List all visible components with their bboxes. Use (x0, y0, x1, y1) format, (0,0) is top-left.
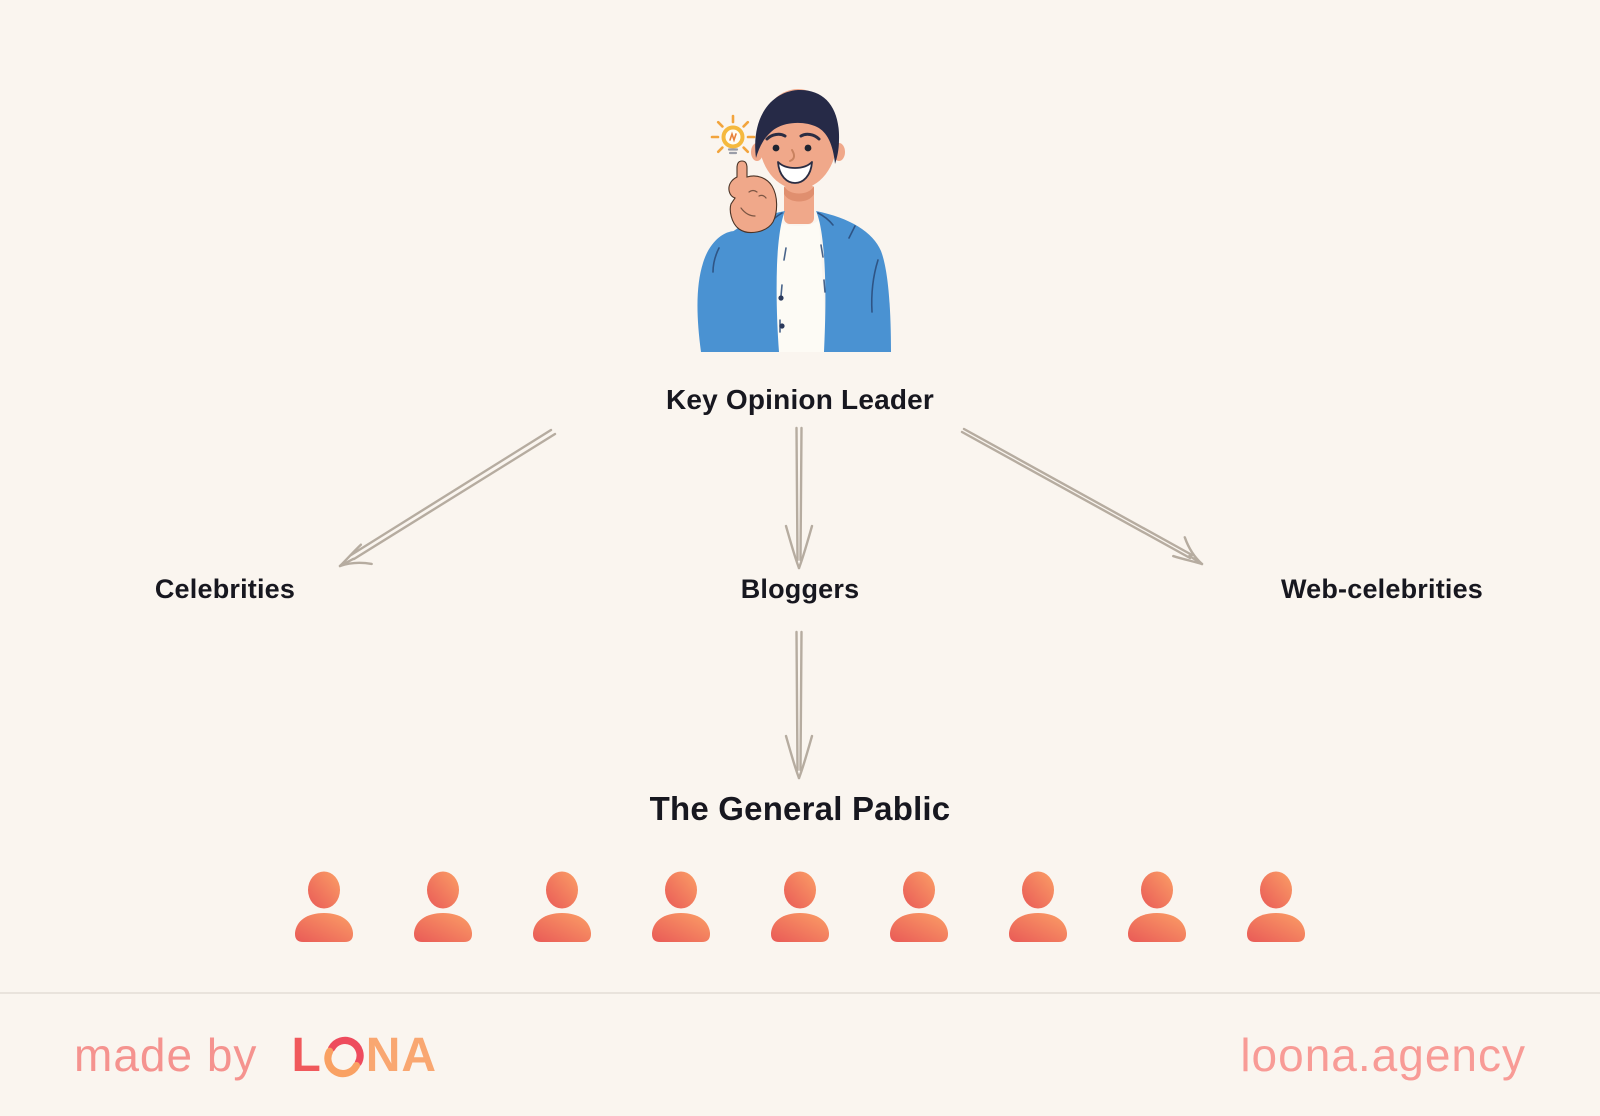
head (751, 89, 845, 189)
tier-label-web-celebrities: Web-celebrities (1280, 574, 1484, 604)
audience-row (0, 870, 1600, 944)
person-icon (890, 871, 948, 942)
person-icon (1247, 871, 1305, 942)
arrow-kol-to-webcelebrities (960, 427, 1204, 566)
neck (784, 184, 814, 224)
person-icon (295, 871, 353, 942)
person-icon (414, 871, 472, 942)
loona-logo-letters-na: NA (365, 1028, 438, 1082)
kol-label: Key Opinion Leader (665, 384, 935, 415)
loona-logo-letter-l: L (291, 1028, 322, 1082)
footer: made by L NA loona.agency (0, 992, 1600, 1116)
hair (755, 89, 840, 164)
arrow-kol-to-bloggers (784, 426, 814, 570)
pointing-hand (728, 160, 778, 234)
person-icon (533, 871, 591, 942)
smile (777, 161, 813, 184)
person-icon (652, 871, 710, 942)
lightbulb-idea-icon (710, 114, 756, 155)
person-icon (1128, 871, 1186, 942)
raised-arm-sleeve (697, 230, 761, 352)
person-icon (771, 871, 829, 942)
audience-label: The General Pablic (649, 790, 951, 827)
tier-label-celebrities: Celebrities (154, 574, 296, 604)
made-by-text: made by (74, 1029, 258, 1081)
kol-person-illustration (697, 89, 891, 352)
loona-logo: L NA (291, 1028, 437, 1083)
loona-swirl-o-icon (324, 1036, 364, 1078)
tier-label-bloggers: Bloggers (740, 574, 860, 604)
made-by: made by L NA (74, 1028, 437, 1083)
person-icon (1009, 871, 1067, 942)
site-link[interactable]: loona.agency (1240, 1029, 1526, 1081)
arrow-bloggers-to-public (784, 630, 814, 780)
arrow-kol-to-celebrities (338, 428, 557, 568)
